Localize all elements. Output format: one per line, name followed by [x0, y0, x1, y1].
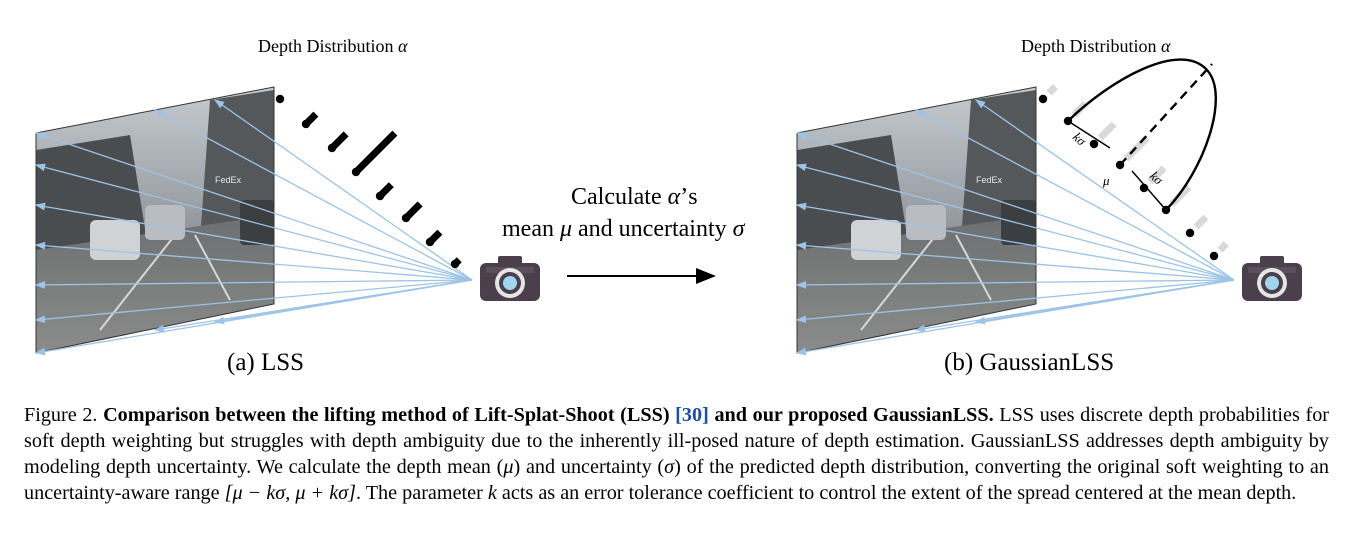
camera-icon-b [1242, 256, 1302, 301]
caption-sigma: σ [664, 456, 675, 478]
transition-annotation: Calculate α’s mean μ and uncertainty σ [502, 184, 746, 284]
fedex-sign: FedEx [215, 175, 242, 185]
panel-b: FedEx kσ kσ μ Depth Distribution α (b) G… [795, 36, 1302, 376]
ray [795, 202, 1235, 281]
ray [213, 279, 473, 325]
caption-mu: μ [503, 456, 514, 478]
depth-point [327, 143, 337, 153]
depth-point [301, 119, 311, 129]
ghost-depth-bar [1193, 214, 1209, 230]
street-image-a: FedEx [36, 87, 274, 353]
ray [34, 279, 473, 289]
caption-title-b: and our proposed GaussianLSS. [714, 404, 994, 426]
rays-b [795, 99, 1235, 356]
ray [34, 279, 473, 324]
panel-a-label: (a) LSS [227, 349, 304, 376]
depth-point [1185, 228, 1195, 238]
ray [914, 109, 1235, 281]
ray [974, 99, 1235, 281]
image-plane-b [796, 86, 1037, 354]
rays-a [34, 99, 473, 356]
kσ-bracket-right [1131, 170, 1167, 211]
middle-line1: Calculate α’s [571, 184, 698, 210]
ray [795, 279, 1235, 289]
caption-text-5: acts as an error tolerance coefficient t… [496, 482, 1297, 504]
ray [153, 109, 473, 281]
caption-reference[interactable]: [30] [675, 404, 709, 426]
depth-point [1139, 183, 1149, 193]
depth-point [375, 191, 385, 201]
ray [34, 163, 473, 281]
depth-point [1063, 116, 1073, 126]
ray [795, 279, 1235, 324]
caption-text-1: LSS uses discrete depth probabilities fo… [24, 404, 1330, 478]
ray [213, 99, 473, 281]
depth-point [1038, 94, 1048, 104]
caption-text-4: . The parameter [355, 482, 488, 504]
caption-text-3: ) of the predicted depth distribution, c… [24, 456, 1329, 504]
depth-dist-title-b: Depth Distribution α [1021, 36, 1171, 56]
ray [974, 279, 1235, 325]
figure-caption: Figure 2. Comparison between the lifting… [24, 402, 1329, 506]
ray [795, 132, 1235, 281]
depth-point [425, 237, 435, 247]
depth-bars-a [303, 111, 462, 267]
panel-a: FedEx Depth Distribution α (a) LSS [34, 36, 540, 376]
ray [795, 163, 1235, 281]
depth-point [401, 213, 411, 223]
depth-point [1115, 160, 1125, 170]
depth-points-b [1038, 94, 1219, 261]
depth-bar [353, 130, 398, 175]
ray [34, 132, 473, 281]
kσ-bracket-left [1067, 120, 1111, 149]
depth-point [351, 167, 361, 177]
depth-point [450, 259, 460, 269]
caption-prefix: Figure 2. [24, 404, 98, 426]
caption-k: k [487, 482, 497, 504]
depth-point [1089, 139, 1099, 149]
panel-b-label: (b) GaussianLSS [944, 349, 1114, 376]
ray [34, 241, 473, 281]
caption-text-2: ) and uncertainty ( [513, 456, 665, 478]
camera-icon-a [480, 256, 540, 301]
ray [34, 202, 473, 281]
depth-point [275, 94, 285, 104]
ghost-depth-bar [1046, 84, 1058, 96]
ghost-depth-bar [1147, 165, 1167, 185]
depth-point [1209, 251, 1219, 261]
caption-range: [μ − kσ, μ + kσ] [224, 482, 356, 504]
fedex-sign: FedEx [976, 175, 1003, 185]
ghost-depth-bar [1097, 121, 1117, 141]
depth-points-a [275, 94, 460, 269]
caption-title-a: Comparison between the lifting method of… [103, 404, 670, 426]
ray [795, 241, 1235, 281]
mean-dashed-line [1119, 63, 1213, 166]
ghost-depth-bar [1217, 241, 1229, 253]
image-plane-a [35, 86, 275, 354]
figure-2-diagram: FedEx Depth Distribution α (a) LSS Calcu… [34, 36, 1302, 376]
mu-label: μ [1102, 173, 1110, 188]
depth-point [1161, 205, 1171, 215]
middle-line2: mean μ and uncertainty σ [502, 216, 746, 242]
depth-dist-title-a: Depth Distribution α [258, 36, 408, 56]
ghost-depth-bars-b [1046, 84, 1229, 253]
